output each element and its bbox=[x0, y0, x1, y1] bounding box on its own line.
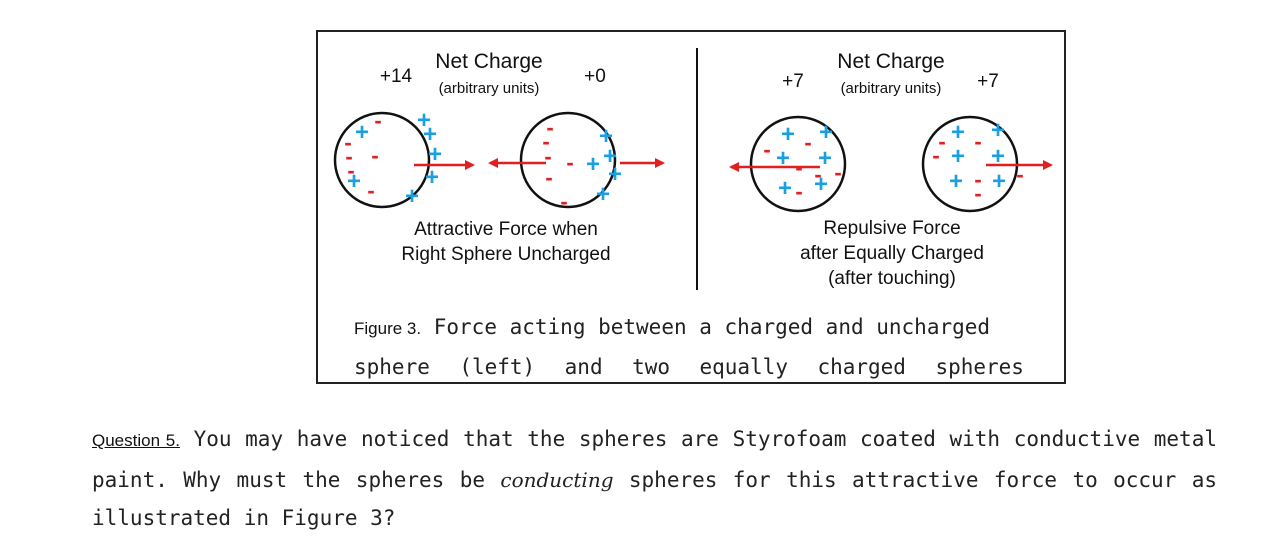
svg-text:-: - bbox=[974, 181, 981, 206]
attractive-caption-line2: Right Sphere Uncharged bbox=[401, 244, 610, 265]
svg-text:+: + bbox=[586, 151, 600, 178]
equal-sphere-left-charges: + + - - + + - - - + + - bbox=[763, 119, 841, 204]
question-label: Question 5. bbox=[92, 431, 180, 450]
right-subheading: (arbitrary units) bbox=[841, 80, 942, 97]
svg-text:-: - bbox=[345, 144, 352, 169]
charged-sphere-charges: + + + + + + + - - - - - - bbox=[344, 107, 442, 210]
svg-text:+: + bbox=[951, 119, 965, 146]
svg-text:+: + bbox=[776, 145, 790, 172]
svg-text:-: - bbox=[367, 178, 374, 203]
svg-text:-: - bbox=[347, 158, 354, 183]
svg-text:+: + bbox=[347, 168, 361, 195]
equal-sphere-left bbox=[749, 115, 847, 213]
svg-text:+: + bbox=[596, 181, 610, 208]
svg-text:+: + bbox=[991, 143, 1005, 170]
svg-text:+: + bbox=[423, 121, 437, 148]
svg-text:+: + bbox=[992, 168, 1006, 195]
svg-text:-: - bbox=[546, 115, 553, 140]
figure-caption: Figure 3. Force acting between a charged… bbox=[354, 308, 1044, 386]
caption-word: sphere bbox=[354, 355, 430, 379]
svg-text:+: + bbox=[599, 123, 613, 150]
figure-3: Net Charge (arbitrary units) +14 +0 + + … bbox=[316, 30, 1066, 384]
svg-text:-: - bbox=[814, 162, 821, 187]
svg-text:-: - bbox=[545, 165, 552, 190]
question-5: Question 5. You may have noticed that th… bbox=[92, 420, 1217, 538]
caption-word: spheres bbox=[935, 355, 1024, 379]
svg-text:+: + bbox=[949, 168, 963, 195]
charged-sphere bbox=[333, 111, 431, 209]
svg-text:-: - bbox=[834, 160, 841, 185]
right-sphere-charge: +0 bbox=[584, 66, 606, 87]
caption-text-line1: Force acting between a charged and uncha… bbox=[433, 315, 991, 339]
caption-word: (left) bbox=[459, 355, 536, 379]
svg-text:+: + bbox=[951, 143, 965, 170]
question-emphasis: conducting bbox=[500, 467, 614, 492]
uncharged-sphere bbox=[519, 111, 617, 209]
svg-text:-: - bbox=[542, 129, 549, 154]
caption-word: equally bbox=[699, 355, 788, 379]
svg-text:-: - bbox=[566, 150, 573, 175]
svg-text:-: - bbox=[560, 189, 567, 214]
svg-text:-: - bbox=[1016, 162, 1023, 187]
caption-word: two bbox=[632, 355, 670, 379]
left-heading: Net Charge bbox=[435, 50, 542, 73]
svg-text:-: - bbox=[804, 130, 811, 155]
question-text-after: spheres for this attractive force to occ… bbox=[92, 467, 1217, 531]
svg-text:-: - bbox=[544, 144, 551, 169]
svg-text:+: + bbox=[819, 119, 833, 146]
left-subheading: (arbitrary units) bbox=[439, 80, 540, 97]
svg-text:+: + bbox=[608, 161, 622, 188]
svg-text:+: + bbox=[405, 183, 419, 210]
question-text-before: You may have noticed that the spheres ar… bbox=[92, 427, 1217, 492]
svg-text:-: - bbox=[974, 167, 981, 192]
svg-text:-: - bbox=[795, 179, 802, 204]
svg-text:+: + bbox=[814, 171, 828, 198]
svg-text:+: + bbox=[355, 119, 369, 146]
equal-sphere-right-charges: + + - - + + + - + - - - bbox=[932, 117, 1023, 206]
svg-text:+: + bbox=[603, 143, 617, 170]
svg-text:-: - bbox=[344, 130, 351, 155]
caption-line2: sphere (left) and two equally charged sp… bbox=[354, 348, 1024, 386]
svg-text:-: - bbox=[763, 137, 770, 162]
repulsive-caption-line1: Repulsive Force bbox=[823, 218, 960, 239]
charge-diagram: Net Charge (arbitrary units) +14 +0 + + … bbox=[333, 48, 1053, 290]
svg-text:-: - bbox=[932, 143, 939, 168]
repulsive-caption-line2: after Equally Charged bbox=[800, 243, 984, 264]
right-heading: Net Charge bbox=[837, 50, 944, 73]
right-left-sphere-charge: +7 bbox=[782, 71, 804, 92]
svg-text:+: + bbox=[778, 175, 792, 202]
caption-word: charged bbox=[817, 355, 906, 379]
svg-text:+: + bbox=[781, 121, 795, 148]
caption-label: Figure 3. bbox=[354, 319, 422, 338]
caption-line1: Figure 3. Force acting between a charged… bbox=[354, 308, 1044, 348]
svg-text:+: + bbox=[991, 117, 1005, 144]
svg-text:-: - bbox=[371, 143, 378, 168]
svg-text:+: + bbox=[417, 107, 431, 134]
svg-text:-: - bbox=[374, 108, 381, 133]
left-sphere-charge: +14 bbox=[380, 66, 413, 87]
uncharged-sphere-charges: - - - - - - + + + + + bbox=[542, 115, 622, 214]
attractive-caption-line1: Attractive Force when bbox=[414, 219, 598, 240]
repulsive-caption-line3: (after touching) bbox=[828, 268, 956, 289]
svg-text:+: + bbox=[428, 141, 442, 168]
svg-text:+: + bbox=[818, 145, 832, 172]
caption-word: and bbox=[564, 355, 603, 379]
right-right-sphere-charge: +7 bbox=[977, 71, 999, 92]
svg-text:+: + bbox=[425, 164, 439, 191]
svg-text:-: - bbox=[974, 129, 981, 154]
svg-text:-: - bbox=[938, 129, 945, 154]
